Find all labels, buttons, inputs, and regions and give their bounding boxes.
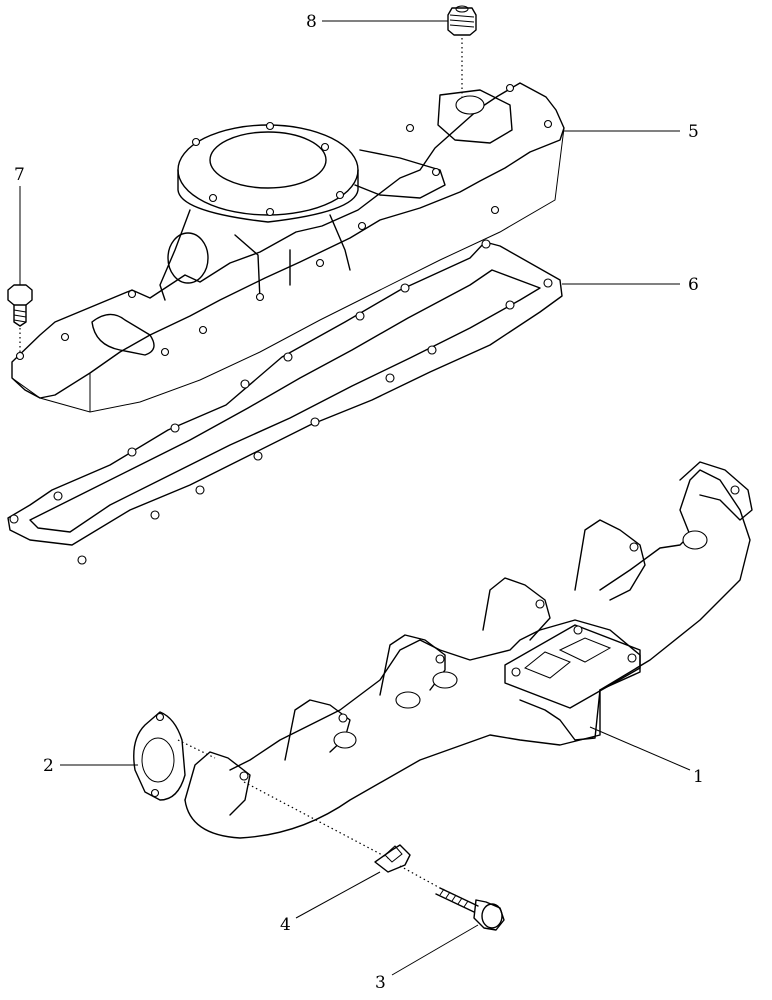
part-4-lock-plate xyxy=(374,844,411,873)
part-5-manifold-cover xyxy=(11,82,565,413)
callout-1: 1 xyxy=(589,726,704,787)
callout-7: 7 xyxy=(14,165,25,285)
callout-label-7: 7 xyxy=(14,165,25,185)
assembly-lines xyxy=(19,38,463,889)
callout-4: 4 xyxy=(280,871,381,935)
callout-label-2: 2 xyxy=(43,756,54,776)
part-2-flange-gasket xyxy=(133,711,186,801)
callout-label-5: 5 xyxy=(688,122,699,142)
callout-5: 5 xyxy=(564,122,699,142)
part-8-plug xyxy=(447,5,477,36)
callout-label-6: 6 xyxy=(688,275,699,295)
callout-label-3: 3 xyxy=(375,973,386,993)
callout-6: 6 xyxy=(562,275,699,295)
manifold-port-risers xyxy=(184,519,646,816)
cover-bolt-holes xyxy=(15,83,553,361)
callout-label-4: 4 xyxy=(280,915,291,935)
part-1-exhaust-manifold xyxy=(184,461,753,839)
callout-8: 8 xyxy=(306,12,448,32)
part-6-gasket xyxy=(7,239,563,565)
part-3-flange-bolt xyxy=(435,887,505,931)
callout-label-1: 1 xyxy=(693,767,704,787)
part-7-cover-bolt xyxy=(7,284,33,327)
callout-2: 2 xyxy=(43,756,138,776)
callout-3: 3 xyxy=(375,924,479,993)
callout-label-8: 8 xyxy=(306,12,317,32)
gasket-bolt-holes xyxy=(9,239,553,565)
